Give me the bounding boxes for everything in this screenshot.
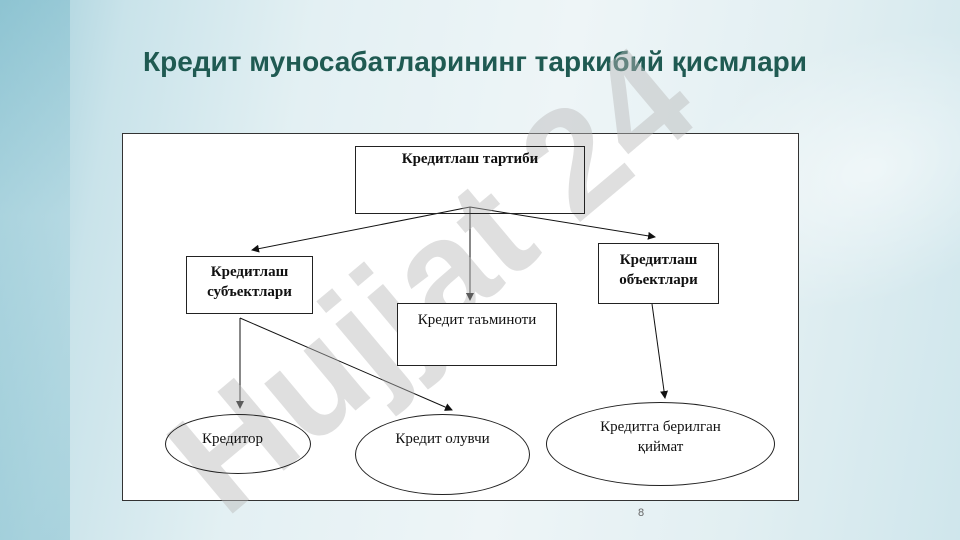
slide-title: Кредит муносабатларининг таркибий қисмла… <box>143 46 807 77</box>
node-root-label: Кредитлаш тартиби <box>401 151 539 167</box>
node-creditor-label: Кредитор <box>202 431 263 447</box>
node-subjects-label: Кредитлаш субъектлари <box>207 264 292 300</box>
arrow-root-to-subjects <box>251 206 471 253</box>
node-objects-label: Кредитлаш объектлари <box>619 252 698 288</box>
page-number: 8 <box>638 507 645 519</box>
node-root: Кредитлаш тартиби <box>355 146 585 214</box>
node-security: Кредит таъминоти <box>397 303 557 366</box>
node-creditor: Кредитор <box>165 414 311 474</box>
arrow-objects-to-value <box>651 303 669 399</box>
node-subjects: Кредитлаш субъектлари <box>186 256 313 314</box>
node-security-label: Кредит таъминоти <box>417 312 537 328</box>
arrow-subjects-to-borrower <box>239 317 453 411</box>
node-value: Кредитга берилган қиймат <box>546 402 775 486</box>
node-value-label: Кредитга берилган қиймат <box>600 419 721 455</box>
node-borrower: Кредит олувчи <box>355 414 530 495</box>
arrow-root-to-objects <box>469 206 656 240</box>
node-borrower-label: Кредит олувчи <box>395 431 490 447</box>
node-objects: Кредитлаш объектлари <box>598 243 719 304</box>
background-left-band <box>0 0 70 540</box>
